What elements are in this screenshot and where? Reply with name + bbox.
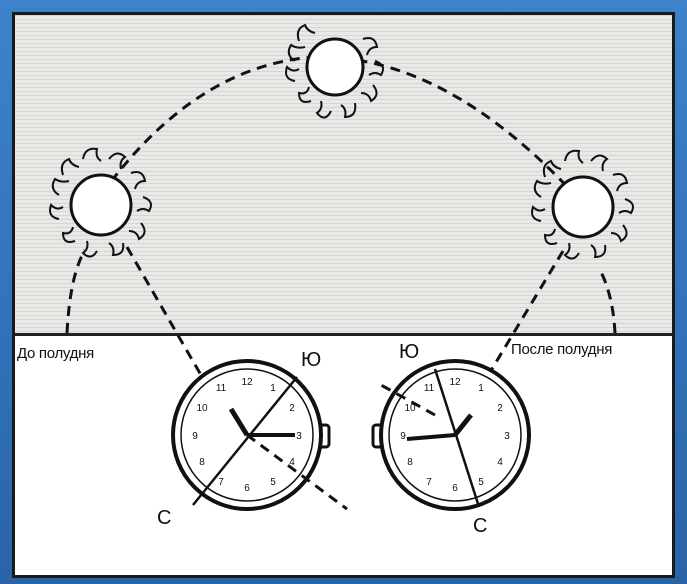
svg-text:3: 3: [504, 431, 510, 442]
svg-text:10: 10: [196, 403, 208, 414]
svg-text:1: 1: [270, 383, 276, 394]
svg-text:8: 8: [199, 457, 205, 468]
north-marker-left: С: [157, 507, 171, 530]
svg-text:5: 5: [478, 477, 484, 488]
svg-text:2: 2: [497, 403, 503, 414]
svg-text:11: 11: [216, 383, 227, 394]
svg-text:6: 6: [244, 483, 250, 494]
svg-text:12: 12: [241, 377, 253, 388]
svg-text:6: 6: [452, 483, 458, 494]
sun-icon: [286, 25, 383, 118]
svg-text:9: 9: [192, 431, 198, 442]
sunrise-arc: [67, 250, 85, 333]
svg-text:11: 11: [424, 383, 435, 394]
svg-text:7: 7: [218, 477, 224, 488]
svg-text:9: 9: [400, 431, 406, 442]
svg-text:4: 4: [497, 457, 503, 468]
svg-text:7: 7: [426, 477, 432, 488]
svg-text:2: 2: [289, 403, 295, 414]
svg-text:1: 1: [478, 383, 484, 394]
after-noon-label: После полудня: [511, 341, 612, 358]
sunset-arc: [600, 270, 615, 333]
sun-icon: [50, 149, 151, 257]
svg-text:12: 12: [449, 377, 461, 388]
south-marker-left: Ю: [301, 349, 321, 372]
north-marker-right: С: [473, 515, 487, 538]
svg-text:3: 3: [296, 431, 302, 442]
svg-text:8: 8: [407, 457, 413, 468]
svg-text:5: 5: [270, 477, 276, 488]
south-marker-right: Ю: [399, 341, 419, 364]
before-noon-label: До полудня: [17, 345, 94, 362]
